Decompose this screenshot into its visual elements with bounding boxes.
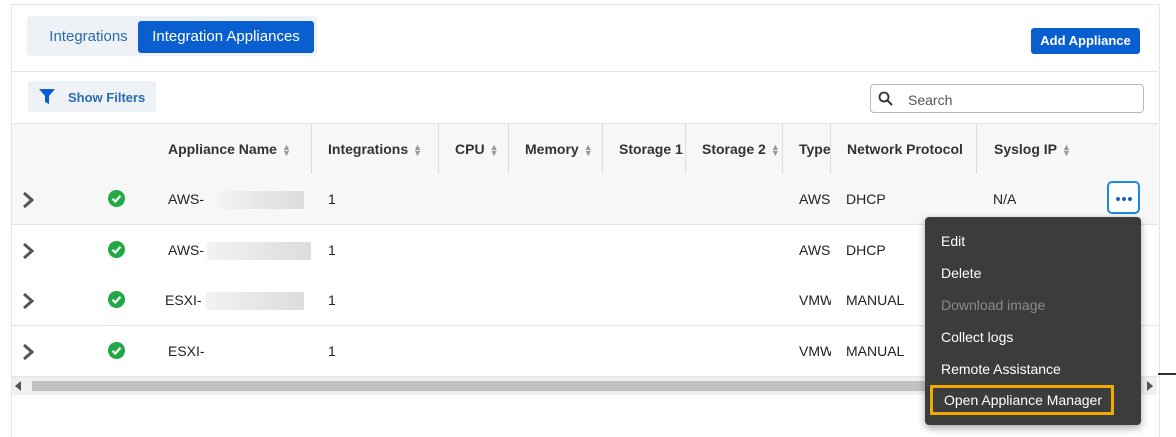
- integrations-count: 1: [328, 292, 336, 308]
- syslog-ip: N/A: [993, 191, 1017, 207]
- check-circle-icon: [108, 291, 125, 313]
- search-icon: [878, 91, 893, 111]
- appliance-name: ESXI-: [168, 343, 205, 359]
- column-header-integrations[interactable]: Integrations▲▼: [328, 141, 423, 159]
- search-input[interactable]: [906, 88, 1138, 111]
- divider: [12, 71, 1158, 72]
- menu-item-edit[interactable]: Edit: [941, 233, 966, 249]
- menu-item-delete[interactable]: Delete: [941, 265, 982, 281]
- integrations-count: 1: [328, 191, 336, 207]
- appliance-name: AWS-: [168, 225, 318, 275]
- column-header-storage-1[interactable]: Storage 1: [619, 141, 683, 157]
- search-field[interactable]: [870, 84, 1144, 113]
- show-filters-button[interactable]: Show Filters: [28, 81, 156, 112]
- check-circle-icon: [108, 190, 125, 212]
- appliance-name: AWS-: [168, 174, 318, 224]
- check-circle-icon: [108, 241, 125, 263]
- column-header-appliance-name[interactable]: Appliance Name▲▼: [168, 141, 291, 159]
- tab-integrations[interactable]: Integrations: [49, 28, 128, 45]
- row-actions-menu: Edit Delete Download image Collect logs …: [925, 217, 1141, 425]
- appliance-type: AWS: [799, 191, 831, 207]
- integrations-count: 1: [328, 343, 336, 359]
- more-actions-button[interactable]: [1107, 181, 1140, 214]
- column-header-cpu[interactable]: CPU▲▼: [455, 141, 499, 159]
- scrollbar-thumb[interactable]: [32, 381, 1132, 391]
- scroll-right-icon[interactable]: [1147, 381, 1153, 391]
- chevron-right-icon[interactable]: [22, 191, 35, 213]
- appliance-type: VMW: [799, 343, 831, 359]
- chevron-right-icon[interactable]: [22, 292, 35, 314]
- network-protocol: MANUAL: [846, 292, 905, 308]
- column-header-type[interactable]: Type: [799, 141, 831, 157]
- appliance-type: VMW: [799, 292, 831, 308]
- column-header-network-protocol[interactable]: Network Protocol: [847, 141, 963, 157]
- network-protocol: DHCP: [846, 242, 886, 258]
- appliance-type: AWS: [799, 242, 831, 258]
- tab-group: Integrations Integration Appliances: [27, 16, 317, 56]
- menu-item-collect-logs[interactable]: Collect logs: [941, 329, 1014, 345]
- chevron-right-icon[interactable]: [22, 343, 35, 365]
- tab-integration-appliances[interactable]: Integration Appliances: [138, 21, 314, 53]
- column-header-syslog-ip[interactable]: Syslog IP▲▼: [994, 141, 1071, 159]
- menu-item-remote-assistance[interactable]: Remote Assistance: [941, 361, 1061, 377]
- check-circle-icon: [108, 342, 125, 364]
- column-header-memory[interactable]: Memory▲▼: [525, 141, 593, 159]
- column-header-storage-2[interactable]: Storage 2▲▼: [702, 141, 780, 159]
- filter-icon: [38, 88, 56, 111]
- divider: [1158, 373, 1176, 375]
- table-row[interactable]: AWS- 1 AWS DHCP N/A: [12, 174, 1158, 225]
- network-protocol: DHCP: [846, 191, 886, 207]
- appliance-name: ESXI-: [165, 275, 320, 325]
- network-protocol: MANUAL: [846, 343, 905, 359]
- integrations-count: 1: [328, 242, 336, 258]
- scroll-left-icon[interactable]: [15, 381, 21, 391]
- more-horizontal-icon: [1116, 197, 1120, 201]
- menu-item-download-image: Download image: [941, 297, 1046, 313]
- add-appliance-button[interactable]: Add Appliance: [1031, 28, 1140, 54]
- horizontal-scrollbar[interactable]: [12, 377, 1157, 395]
- menu-item-open-appliance-manager[interactable]: Open Appliance Manager: [930, 385, 1114, 415]
- table-header: Appliance Name▲▼ Integrations▲▼ CPU▲▼ Me…: [12, 123, 1158, 175]
- show-filters-label: Show Filters: [68, 90, 146, 105]
- chevron-right-icon[interactable]: [22, 242, 35, 264]
